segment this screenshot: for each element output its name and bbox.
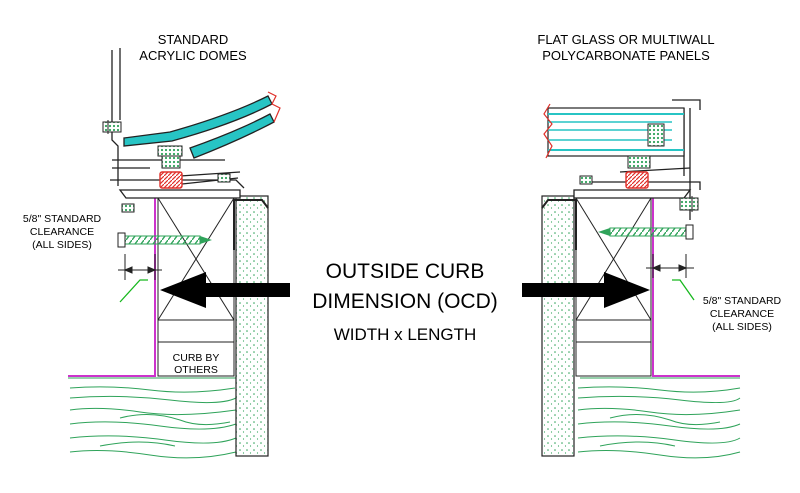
left-title-line-1: STANDARD <box>158 32 229 47</box>
right-gasket-small <box>579 175 593 185</box>
right-gasket-top <box>627 155 651 169</box>
right-flashing <box>652 196 740 377</box>
left-break-line <box>267 91 281 123</box>
right-insulation <box>541 195 575 457</box>
right-cap <box>541 199 577 250</box>
left-title-line-2: ACRYLIC DOMES <box>139 48 247 63</box>
left-gasket-small <box>217 173 231 183</box>
left-insulation <box>235 195 269 457</box>
right-break-line <box>543 103 553 159</box>
right-seal <box>625 171 649 189</box>
left-clearance-line-3: (ALL SIDES) <box>32 239 92 251</box>
left-pointing-arrow <box>160 272 290 308</box>
left-gasket-top <box>157 145 183 157</box>
ocd-line-3: WIDTH x LENGTH <box>334 325 477 344</box>
right-detail: FLAT GLASS OR MULTIWALL POLYCARBONATE PA… <box>537 32 782 459</box>
curb-label-line-1: CURB BY <box>173 352 220 364</box>
left-clearance-leader <box>119 279 148 303</box>
right-wood-deck <box>577 377 741 459</box>
right-screw <box>598 224 694 240</box>
right-pointing-arrow <box>522 272 650 308</box>
ocd-line-2: DIMENSION (OCD) <box>312 290 498 313</box>
right-title-line-2: POLYCARBONATE PANELS <box>542 48 710 63</box>
ocd-line-1: OUTSIDE CURB <box>326 260 485 283</box>
right-clearance-leader <box>672 279 695 301</box>
right-clearance-line-1: 5/8" STANDARD <box>703 295 782 307</box>
right-bolt <box>679 196 699 212</box>
left-bolt <box>102 120 122 134</box>
left-detail: STANDARD ACRYLIC DOMES 5/8" STANDARD CLE… <box>23 32 281 459</box>
left-screw <box>117 232 212 248</box>
left-fastener-small <box>121 203 135 213</box>
left-clearance-dim <box>118 254 162 280</box>
left-clearance-line-2: CLEARANCE <box>30 226 94 238</box>
right-clearance-dim <box>646 254 694 278</box>
curb-label-line-2: OTHERS <box>174 364 218 376</box>
right-title-line-1: FLAT GLASS OR MULTIWALL <box>537 32 714 47</box>
left-wood-deck <box>68 377 240 459</box>
left-cap <box>233 199 269 250</box>
left-clearance-line-1: 5/8" STANDARD <box>23 213 102 225</box>
right-glass-panel <box>547 107 685 157</box>
right-clearance-line-3: (ALL SIDES) <box>712 321 772 333</box>
left-frame <box>110 48 245 199</box>
left-gasket-mid <box>161 155 181 169</box>
left-dome-glazing <box>123 95 275 159</box>
right-clearance-line-2: CLEARANCE <box>710 308 774 320</box>
left-seal <box>159 171 183 189</box>
